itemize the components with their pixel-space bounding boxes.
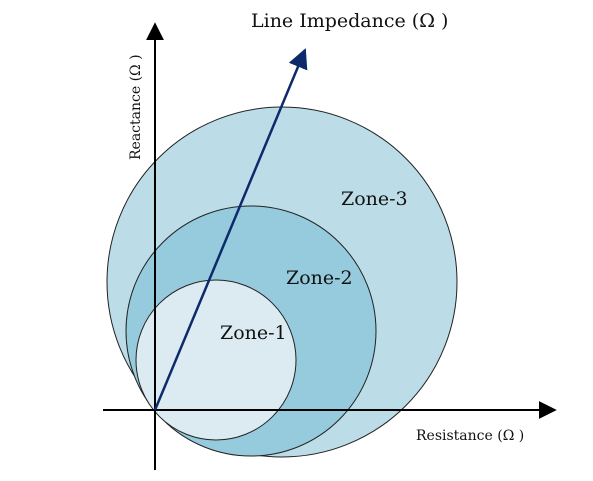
resistance-axis-label: Resistance (Ω ) <box>416 428 524 444</box>
line-impedance-label: Line Impedance (Ω ) <box>251 10 448 32</box>
zone-2-label: Zone-2 <box>286 267 353 289</box>
line-impedance-vector <box>153 48 308 411</box>
zone-1-circle <box>135 279 297 441</box>
zone-1-label: Zone-1 <box>220 322 287 344</box>
zone-3-label: Zone-3 <box>341 188 408 210</box>
reactance-axis-label: Reactance (Ω ) <box>128 54 144 160</box>
